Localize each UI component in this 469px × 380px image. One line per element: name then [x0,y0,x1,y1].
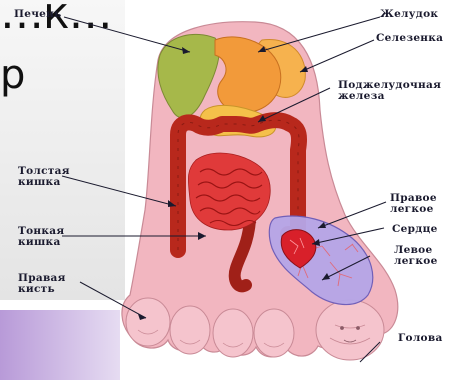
toe-small [126,298,170,346]
label-liver: Печень [14,9,62,20]
label-right-hand: Правая кисть [18,273,66,295]
toe-second [254,309,294,357]
label-heart: Сердце [392,224,438,235]
label-pancreas: Поджелудочная железа [338,80,441,102]
label-small-intestine: Тонкая кишка [18,226,64,248]
label-right-lung: Правое легкое [390,193,437,215]
toe-big [316,300,384,360]
label-head: Голова [398,333,443,344]
label-spleen: Селезенка [376,33,443,44]
label-left-lung: Левое легкое [394,245,438,267]
label-stomach: Желудок [380,9,438,20]
toe-fourth [170,306,210,354]
toe-third [213,309,253,357]
label-large-intestine: Толстая кишка [18,166,70,188]
